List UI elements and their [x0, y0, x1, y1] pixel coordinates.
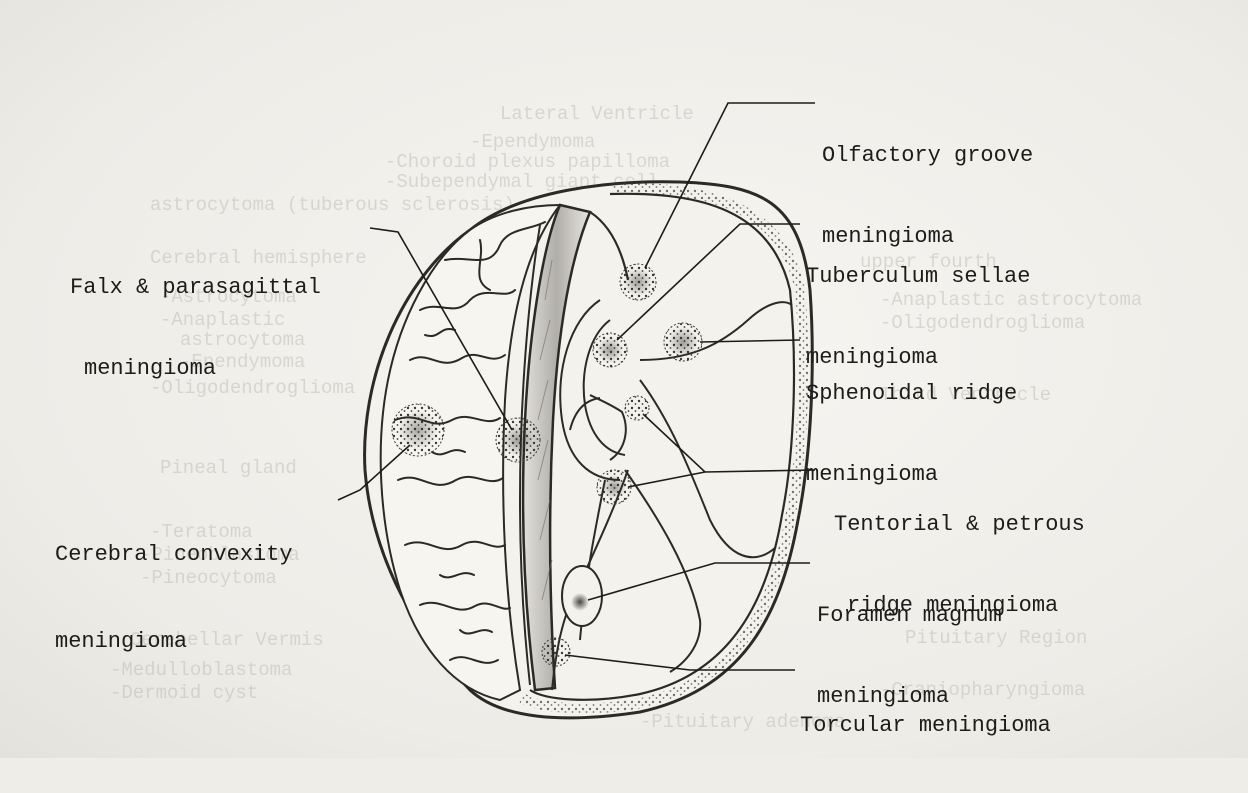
label-falx-parasagittal: Falx & parasagittal meningioma — [70, 220, 321, 436]
bleed-tuberous: astrocytoma (tuberous sclerosis) — [150, 194, 515, 216]
bleed-ependymoma: -Ependymoma — [470, 131, 596, 153]
label-sphenoidal-line1: Sphenoidal ridge — [806, 381, 1018, 406]
label-cerebral-convexity: Cerebral convexity meningioma — [55, 487, 293, 709]
bleed-pineocytoma: -Pineocytoma — [140, 567, 277, 589]
bleed-astrocytoma3: astrocytoma — [180, 329, 306, 351]
bleed-medullo: -Medulloblastoma — [110, 659, 293, 681]
bleed-upper-fourth: upper fourth — [860, 251, 997, 273]
skull-bone-band — [519, 182, 809, 714]
label-falx-line2: meningioma — [84, 356, 217, 381]
leader-lines — [337, 102, 816, 671]
bleed-cerebellar: Cerebellar Vermis — [130, 629, 324, 651]
label-foramen-magnum: Foramen magnum meningioma — [817, 548, 1002, 764]
skull-illustration — [337, 102, 816, 720]
bleed-pineoblastoma: -Pineoblastoma — [140, 544, 300, 566]
label-convexity-line1: Cerebral convexity — [55, 542, 293, 567]
leader-falx — [369, 227, 513, 431]
bleed-pituitary-adenoma: -Pituitary adenoma — [640, 711, 846, 733]
leader-foramen — [587, 562, 810, 601]
leader-convexity — [337, 444, 411, 501]
leader-torcular — [564, 654, 795, 671]
label-tuberculum-sellae: Tuberculum sellae meningioma — [806, 209, 1030, 425]
bleed-ependymoma2: -Ependymoma — [180, 351, 306, 373]
bleed-teratoma: -Teratoma — [150, 521, 253, 543]
label-sphenoidal-line2: meningioma — [806, 462, 939, 487]
tumor-torcular — [541, 637, 571, 667]
bleed-astrocytoma: -Astrocytoma — [160, 286, 297, 308]
scanned-page: Lateral Ventricle -Ependymoma -Choroid p… — [0, 0, 1248, 758]
bleed-pituitary: Pituitary Region — [905, 627, 1088, 649]
bleed-oligoastro: -Oligodendroglioma — [150, 377, 356, 399]
bleed-dermoid: -Dermoid cyst — [110, 682, 259, 704]
leader-sphenoidal — [699, 339, 801, 343]
leader-tuberculum — [616, 223, 800, 341]
falx-hatching — [537, 259, 553, 601]
label-olfactory-line1: Olfactory groove — [822, 143, 1034, 168]
label-tentorial-line1: Tentorial & petrous — [834, 512, 1085, 537]
label-falx-line1: Falx & parasagittal — [70, 275, 321, 300]
tumors — [391, 263, 703, 667]
label-torcular-line1: Torcular meningioma — [800, 713, 1051, 738]
label-tentorial-line2: ridge meningioma — [847, 593, 1059, 618]
bleed-craniopharyngioma: -Craniopharyngioma — [880, 679, 1086, 701]
falx — [521, 203, 592, 692]
label-foramen-line2: meningioma — [817, 684, 950, 709]
label-foramen-line1: Foramen magnum — [817, 603, 1002, 628]
bleed-oligo-right: -Oligodendroglioma — [880, 312, 1086, 334]
bleed-third-ventricle: Third Ventricle — [880, 384, 1052, 406]
brain-surface — [379, 203, 563, 702]
label-torcular: Torcular meningioma — [800, 658, 1051, 793]
tumor-foramen — [571, 593, 589, 611]
label-olfactory-line2: meningioma — [822, 224, 955, 249]
bleed-lateral-ventricle: Lateral Ventricle — [500, 103, 694, 125]
bleed-anaplastic: -Anaplastic — [160, 309, 286, 331]
label-olfactory-groove: Olfactory groove meningioma — [822, 88, 1033, 304]
label-tentorial-petrous: Tentorial & petrous ridge meningioma — [834, 457, 1085, 673]
label-tuberculum-line2: meningioma — [806, 345, 939, 370]
label-tuberculum-line1: Tuberculum sellae — [806, 264, 1031, 289]
bleed-anaplastic-right: -Anaplastic astrocytoma — [880, 289, 1143, 311]
label-sphenoidal-ridge: Sphenoidal ridge meningioma — [806, 326, 1017, 542]
bleed-pineal: Pineal gland — [160, 457, 297, 479]
label-convexity-line2: meningioma — [55, 629, 188, 654]
leader-olfactory — [644, 102, 815, 269]
bleed-choroid-papilloma: -Choroid plexus papilloma — [385, 151, 671, 173]
leader-tentorial-2 — [627, 471, 706, 488]
bleed-cerebral: Cerebral hemisphere — [150, 247, 367, 269]
